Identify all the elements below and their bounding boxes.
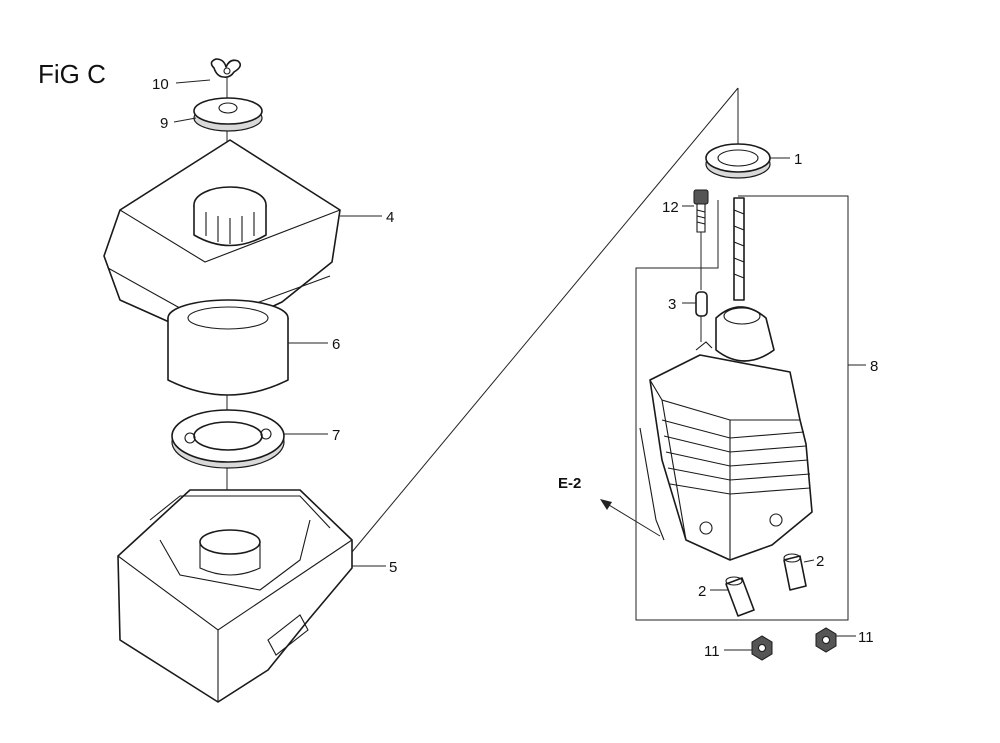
- callout-3: 3: [668, 296, 676, 313]
- callout-11-right: 11: [858, 629, 874, 646]
- callout-2-right: 2: [816, 553, 824, 570]
- callout-8: 8: [870, 358, 878, 375]
- part-6-filter-element: [167, 299, 289, 396]
- callout-1: 1: [794, 151, 802, 168]
- callout-2-left: 2: [698, 583, 706, 600]
- callout-12: 12: [662, 199, 679, 216]
- callout-11-left: 11: [704, 643, 720, 660]
- part-11-nut-right: [815, 627, 837, 653]
- part-5-case: [117, 489, 353, 703]
- part-2-pin-left: [725, 576, 755, 617]
- callout-10: 10: [152, 76, 169, 93]
- figure-title: FiG C: [38, 59, 106, 89]
- leader-lines: [173, 79, 866, 651]
- callout-6: 6: [332, 336, 340, 353]
- part-12-bolt: [693, 189, 709, 290]
- part-4-cover: [103, 139, 341, 339]
- reference-arrow: [600, 499, 661, 537]
- part-10-wing-nut: [210, 58, 242, 78]
- callout-7: 7: [332, 427, 340, 444]
- part-8-muffler: [639, 197, 813, 561]
- part-3-collar: [695, 291, 708, 342]
- assembly-connector-line: [351, 87, 739, 553]
- part-8-bracket-frame: [635, 195, 849, 621]
- part-9-cap: [193, 97, 263, 132]
- part-11-nut-left: [751, 635, 773, 661]
- callout-5: 5: [389, 559, 397, 576]
- callout-4: 4: [386, 209, 394, 226]
- part-7-seal-ring: [171, 409, 285, 469]
- part-2-pin-right: [783, 553, 807, 591]
- callout-9: 9: [160, 115, 168, 132]
- reference-label: E-2: [558, 475, 581, 492]
- part-1-gasket: [705, 143, 771, 179]
